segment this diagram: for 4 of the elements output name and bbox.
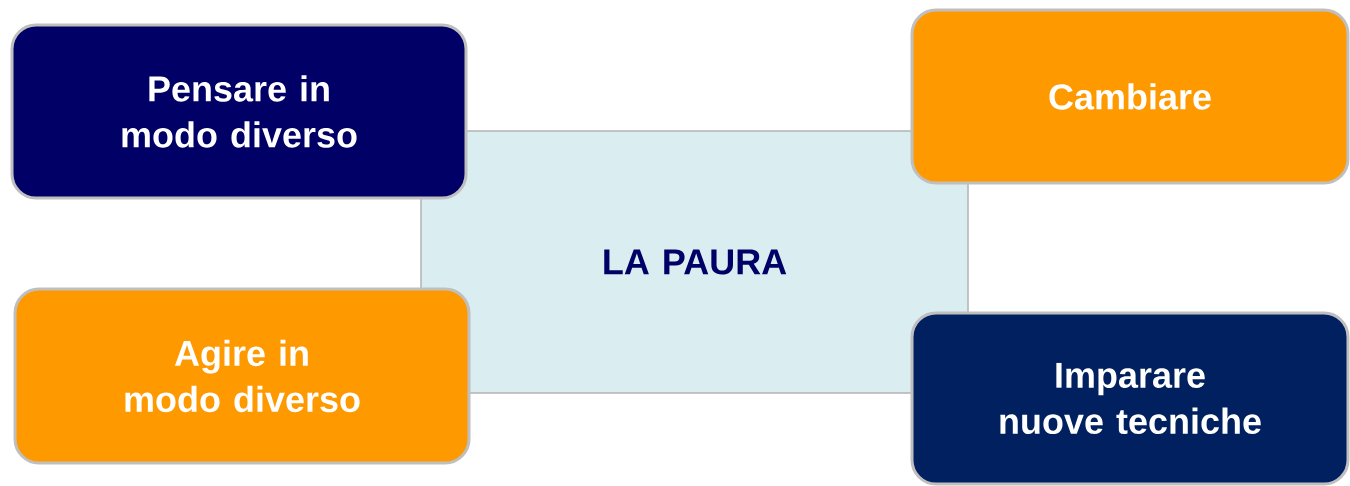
topic-box: Agire in modo diverso bbox=[13, 287, 471, 465]
topic-box: Imparare nuove tecniche bbox=[910, 311, 1350, 486]
topic-box: Cambiare bbox=[910, 8, 1350, 185]
topic-box: Pensare in modo diverso bbox=[10, 23, 468, 200]
